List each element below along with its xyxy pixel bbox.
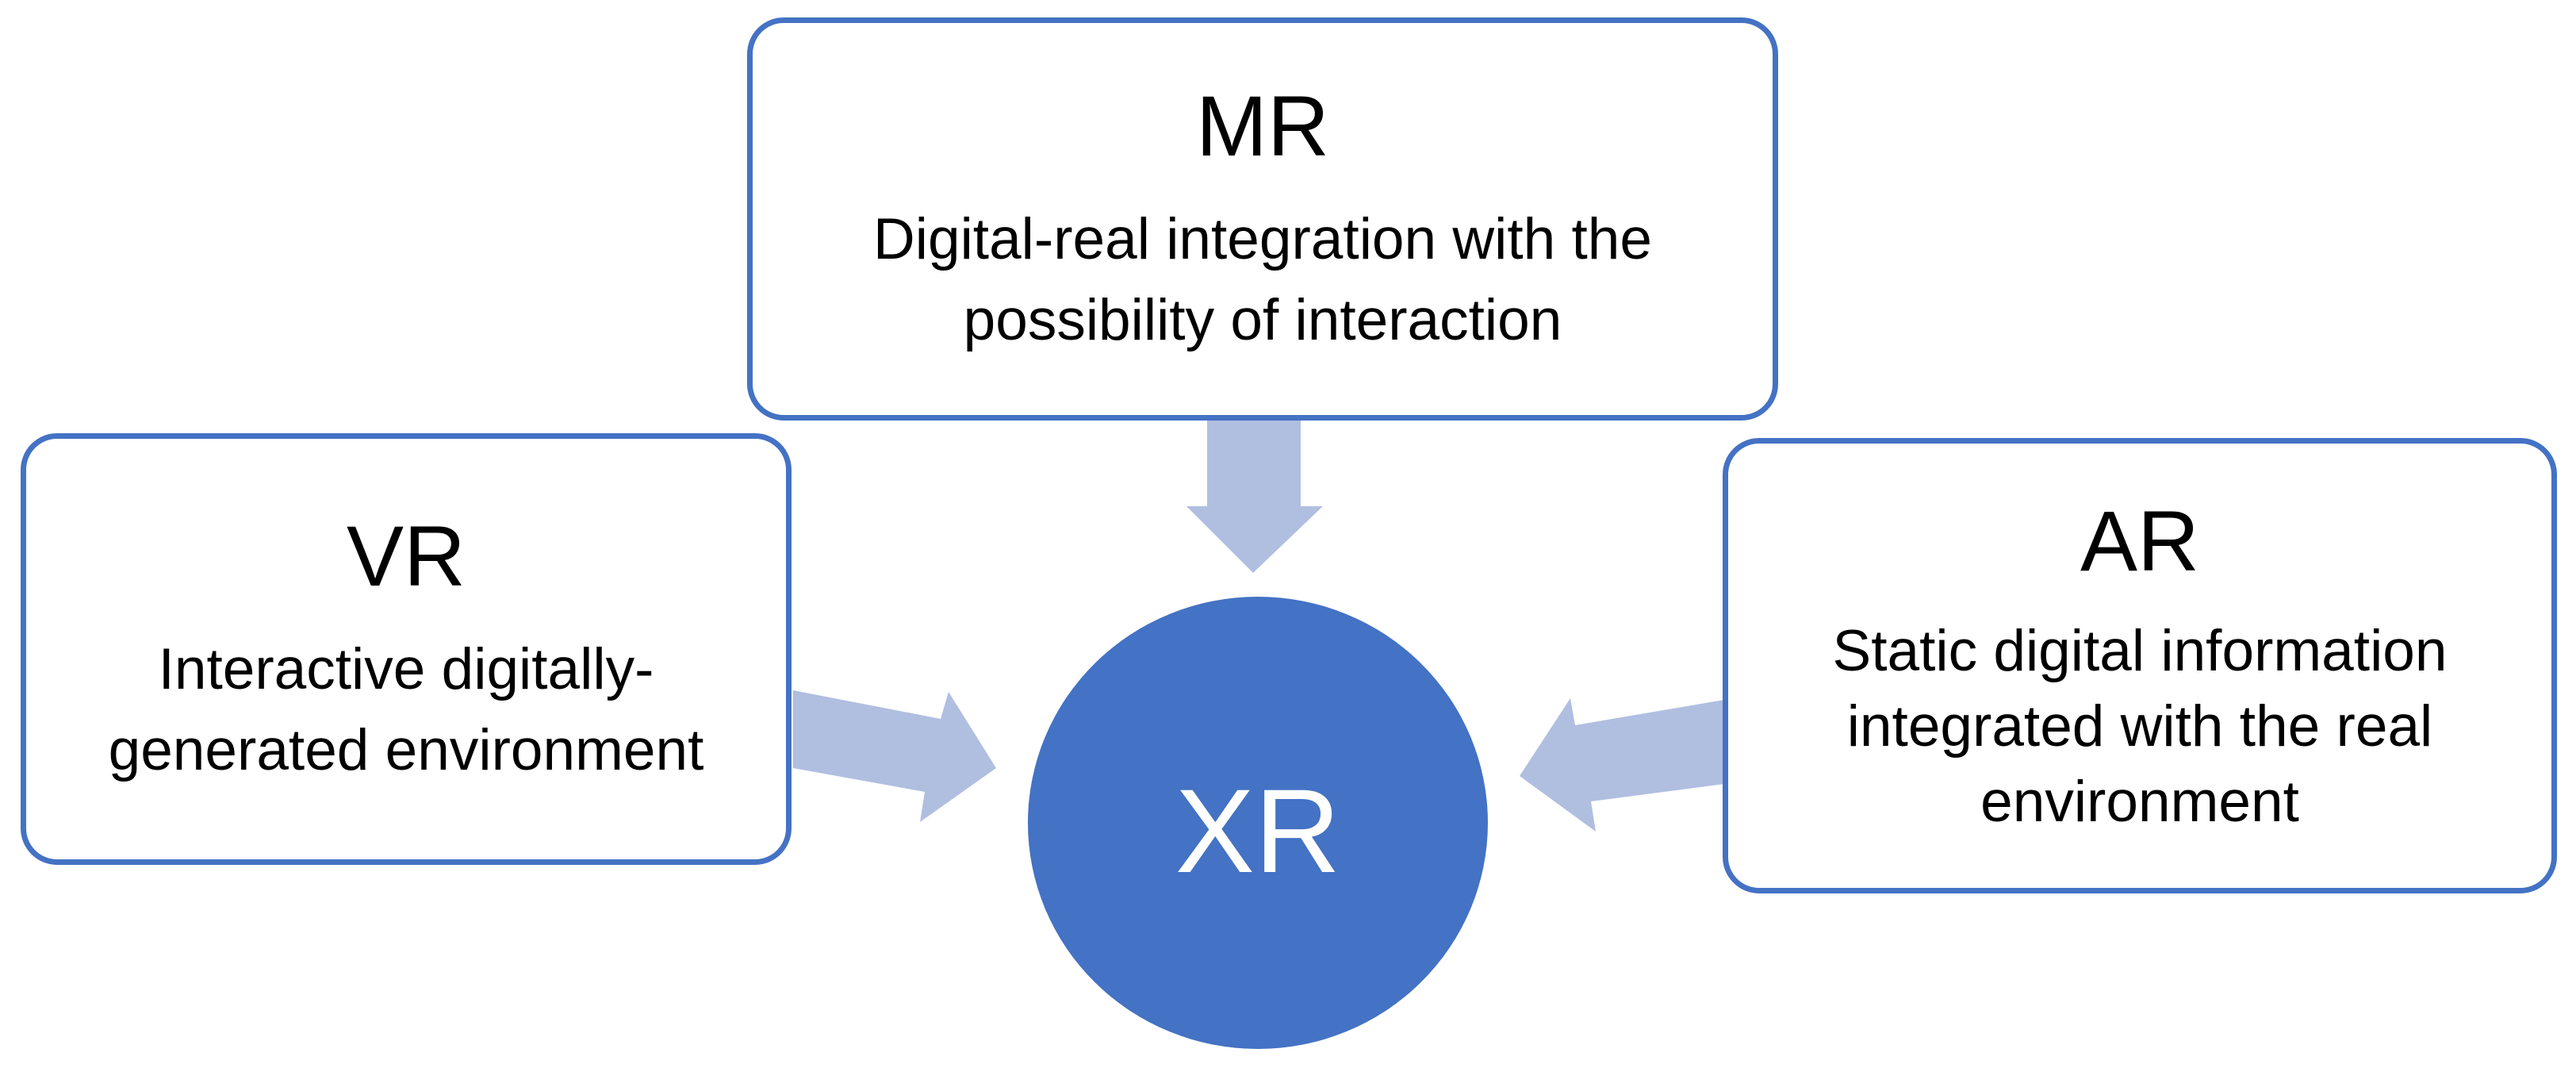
mr-description: Digital-real integration with the possib… — [873, 206, 1652, 353]
ar-title: AR — [2080, 492, 2200, 589]
xr-label: XR — [1175, 764, 1341, 897]
ar-node: AR Static digital information integrated… — [1723, 438, 2557, 893]
mr-node: MR Digital-real integration with the pos… — [747, 17, 1778, 421]
vr-node: VR Interactive digitally-generated envir… — [21, 433, 792, 865]
mr-title: MR — [1196, 77, 1329, 174]
vr-title: VR — [346, 507, 466, 604]
arrow-ar-to-xr — [1520, 698, 1724, 832]
xr-center-node: XR — [1028, 597, 1488, 1049]
arrow-mr-to-xr — [1186, 421, 1323, 573]
arrow-vr-to-xr — [793, 690, 996, 822]
ar-description: Static digital information integrated wi… — [1832, 618, 2448, 834]
vr-description: Interactive digitally-generated environm… — [108, 636, 704, 783]
